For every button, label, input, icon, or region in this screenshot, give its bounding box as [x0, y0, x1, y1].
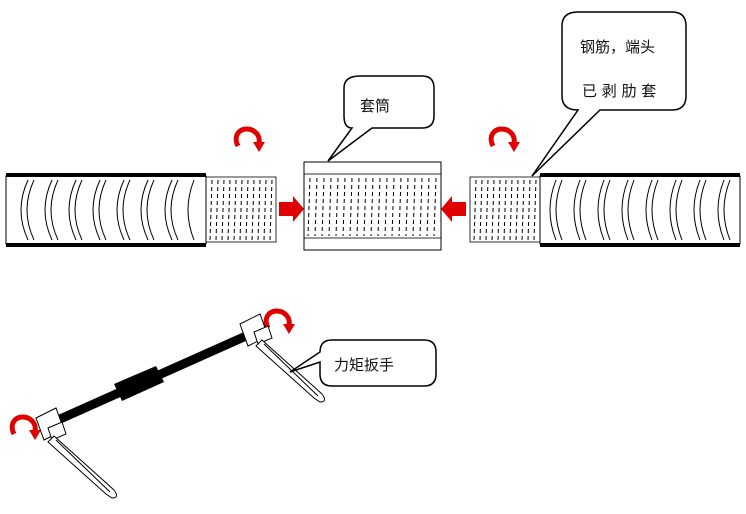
- sleeve: [303, 161, 442, 251]
- right-rebar-ribs: [549, 179, 731, 241]
- torque-wrench: [35, 313, 326, 499]
- torque-wrench-grip: [114, 366, 164, 401]
- left-rebar-threaded-end: [205, 176, 277, 243]
- rebar-end-label-line2: 已 剥 肋 套: [582, 82, 656, 100]
- right-rebar: [469, 173, 741, 247]
- rebar-end-label-line1: 钢筋，端头: [580, 38, 655, 56]
- rotate-clockwise-icon: [491, 129, 520, 152]
- rotate-clockwise-icon: [236, 129, 265, 152]
- sleeve-callout: 套筒: [327, 75, 435, 162]
- left-rebar: [5, 173, 277, 247]
- torque-wrench-label: 力矩扳手: [334, 356, 394, 374]
- left-arrow-icon: [441, 196, 466, 222]
- right-arrow-icon: [279, 196, 304, 222]
- rebar-end-callout: 钢筋，端头 已 剥 肋 套: [531, 11, 687, 177]
- rotate-clockwise-icon: [266, 311, 295, 334]
- torque-wrench-lower-head: [35, 407, 118, 499]
- right-rebar-threaded-end: [469, 176, 541, 243]
- sleeve-internal-thread: [307, 177, 437, 237]
- left-rebar-ribs: [20, 179, 195, 241]
- torque-wrench-callout: 力矩扳手: [289, 339, 437, 387]
- sleeve-label: 套筒: [360, 97, 390, 115]
